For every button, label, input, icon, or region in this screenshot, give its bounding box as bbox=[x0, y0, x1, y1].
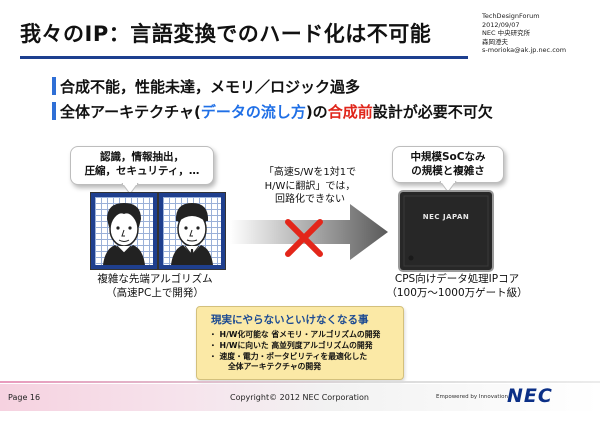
algorithm-callout: 認識，情報抽出， 圧縮，セキュリティ，… bbox=[70, 146, 214, 185]
callout-line: 圧縮，セキュリティ，… bbox=[84, 165, 200, 177]
requirement-item: ・ 速度・電力・ポータビリティを最適化した bbox=[209, 352, 368, 361]
note-line: 回路化できない bbox=[275, 194, 345, 205]
copyright-text: Copyright© 2012 NEC Corporation bbox=[230, 393, 369, 402]
requirement-item: ・ H/Wに向いた 高並列度アルゴリズムの開発 bbox=[209, 341, 373, 350]
translation-note: 「高速S/Wを1対1で H/Wに翻訳」では， 回路化できない bbox=[250, 166, 370, 207]
bullet-1: 合成不能，性能未達，メモリ／ロジック過多 bbox=[60, 78, 361, 96]
meta-date: 2012/09/07 bbox=[482, 20, 520, 29]
bullet-marker bbox=[52, 77, 56, 95]
caption-line: （高速PC上で開発） bbox=[106, 287, 204, 299]
bullet-2-highlight-dataflow: データの流し方 bbox=[200, 103, 306, 121]
tagline: Empowered by Innovation bbox=[436, 394, 508, 400]
chip-image: NEC JAPAN bbox=[400, 192, 492, 270]
nec-logo: NEC bbox=[507, 385, 553, 407]
chip-icon bbox=[403, 195, 489, 267]
note-line: 「高速S/Wを1対1で bbox=[263, 167, 357, 178]
callout-tail bbox=[439, 181, 457, 193]
title-underline bbox=[20, 56, 468, 59]
callout-line: の規模と複雑さ bbox=[411, 165, 485, 177]
bullet-2-text: 設計が必要不可欠 bbox=[372, 103, 493, 121]
callout-line: 中規模SoCなみ bbox=[410, 151, 486, 163]
face-icon bbox=[103, 203, 145, 265]
note-line: H/Wに翻訳」では， bbox=[264, 180, 356, 192]
bullet-2: 全体アーキテクチャ(データの流し方)の合成前設計が必要不可欠 bbox=[60, 101, 493, 122]
caption-line: （100万～1000万ゲート級） bbox=[386, 287, 528, 299]
algorithm-caption: 複雑な先端アルゴリズム （高速PC上で開発） bbox=[70, 272, 240, 300]
page-number: Page 16 bbox=[8, 393, 41, 402]
presenter-info: TechDesignForum 2012/09/07 NEC 中央研究所 森岡澄… bbox=[482, 12, 566, 55]
bullet-marker bbox=[52, 102, 56, 120]
face-image-1 bbox=[90, 192, 158, 270]
requirement-item: 全体アーキテクチャの開発 bbox=[228, 362, 322, 371]
requirements-title: 現実にやらないといけなくなる事 bbox=[211, 314, 369, 326]
footer-band bbox=[0, 384, 600, 411]
callout-line: 認識，情報抽出， bbox=[100, 151, 184, 163]
bullet-2-highlight-presynthesis: 合成前 bbox=[327, 103, 373, 121]
slide-title: 我々のIP：言語変換でのハード化は不可能 bbox=[20, 22, 432, 46]
face-image-2 bbox=[158, 192, 226, 270]
face-icon bbox=[171, 203, 213, 265]
meta-presenter: 森岡澄夫 bbox=[482, 37, 508, 46]
caption-line: CPS向けデータ処理IPコア bbox=[394, 273, 520, 285]
bullet-2-text: 全体アーキテクチャ( bbox=[60, 103, 201, 121]
meta-event: TechDesignForum bbox=[482, 12, 540, 20]
callout-tail bbox=[121, 183, 139, 195]
ip-core-caption: CPS向けデータ処理IPコア （100万～1000万ゲート級） bbox=[372, 272, 542, 300]
requirement-item: ・ H/W化可能な 省メモリ・アルゴリズムの開発 bbox=[209, 330, 381, 339]
cross-icon bbox=[285, 219, 323, 257]
caption-line: 複雑な先端アルゴリズム bbox=[97, 273, 213, 285]
requirements-box: 現実にやらないといけなくなる事 ・ H/W化可能な 省メモリ・アルゴリズムの開発… bbox=[196, 306, 404, 380]
footer-rule bbox=[0, 381, 600, 383]
meta-organization: NEC 中央研究所 bbox=[482, 29, 531, 38]
meta-email: s-morioka@ak.jp.nec.com bbox=[482, 46, 567, 55]
bullet-2-text: )の bbox=[305, 103, 328, 121]
soc-callout: 中規模SoCなみ の規模と複雑さ bbox=[392, 146, 504, 183]
chip-label: NEC JAPAN bbox=[422, 213, 470, 221]
